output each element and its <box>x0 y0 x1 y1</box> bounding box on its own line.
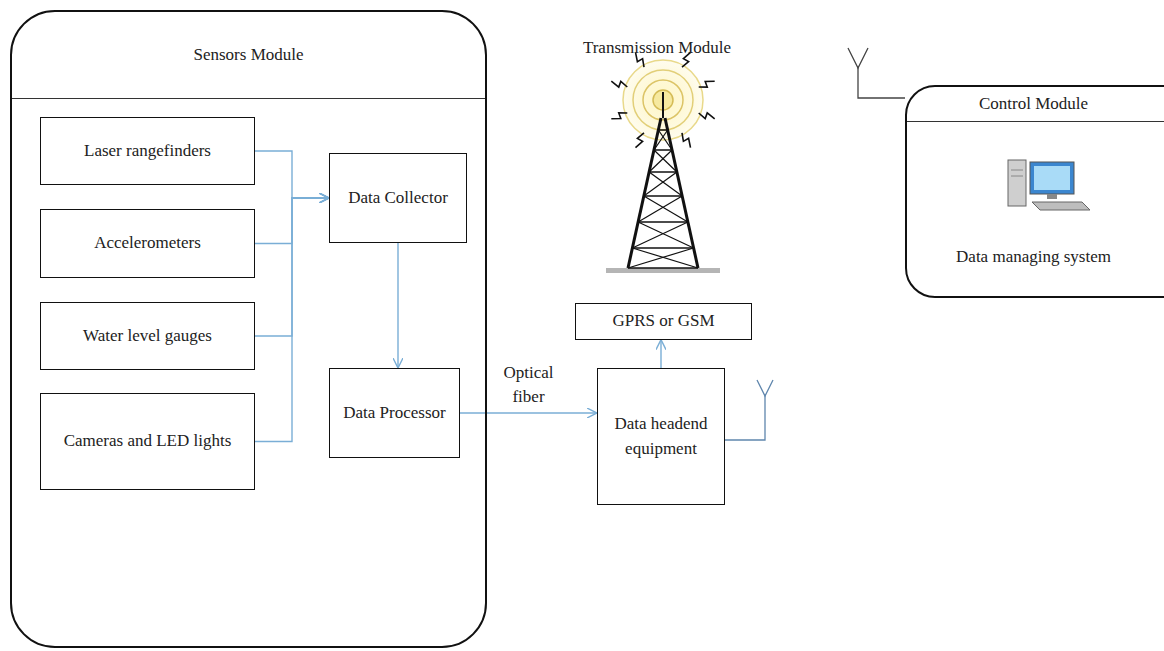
drive-slot <box>1011 176 1023 177</box>
tower-brace <box>658 129 667 131</box>
tower-brace <box>644 172 677 196</box>
node-label: Data Processor <box>343 401 445 426</box>
tower-brace <box>654 149 672 151</box>
signal-ring <box>623 60 703 140</box>
signal-ring <box>643 80 683 120</box>
tower-brace <box>632 248 698 268</box>
antenna <box>848 48 905 98</box>
tower-brace <box>628 248 694 268</box>
monitor-screen <box>1034 166 1070 190</box>
radio-tower <box>606 52 720 273</box>
tower-brace <box>632 247 693 249</box>
process-box: Data Processor <box>329 368 460 458</box>
tower-brace <box>644 195 682 197</box>
keyboard <box>1032 202 1090 210</box>
edge-label: Optical fiber <box>495 361 563 409</box>
monitor-stand <box>1047 194 1057 199</box>
process-box: Data headend equipment <box>597 368 725 505</box>
antenna-symbol <box>848 48 868 68</box>
node-label: Water level gauges <box>83 324 212 349</box>
sensor-box: Laser rangefinders <box>40 117 255 185</box>
connector <box>255 198 329 442</box>
module-heading: Control Module <box>907 87 1164 122</box>
sensor-box: Water level gauges <box>40 302 255 370</box>
sensors-module-panel: Laser rangefindersAccelerometersWater le… <box>10 10 487 648</box>
node-label: Data headend equipment <box>604 412 718 461</box>
connector <box>255 151 329 198</box>
signal-bolt <box>699 113 715 119</box>
connector <box>397 243 398 368</box>
tower-brace <box>638 196 682 222</box>
antenna-lead <box>725 394 765 440</box>
tower-brace <box>632 222 687 248</box>
computer-icon <box>1008 160 1090 210</box>
node-label: Data Collector <box>348 186 448 211</box>
node-label: Cameras and LED lights <box>64 429 232 454</box>
connector <box>660 340 661 368</box>
signal-bolt <box>682 133 691 148</box>
drive-slot <box>1011 170 1023 171</box>
tower-leg <box>665 118 698 268</box>
tower-mast <box>662 92 664 118</box>
control-module-panel: Control ModuleData managing system <box>905 85 1164 298</box>
antenna-symbol <box>757 380 773 396</box>
module-heading: Sensors Module <box>12 12 485 99</box>
tower-brace <box>649 150 672 172</box>
node-label: Accelerometers <box>94 231 201 256</box>
computer-case <box>1008 160 1026 206</box>
module-body: Data managing system <box>907 245 1160 270</box>
tower-base <box>606 268 720 273</box>
connector <box>460 412 597 413</box>
process-box: Data Collector <box>329 153 467 243</box>
tower-brace <box>638 221 688 223</box>
signal-ring <box>633 70 693 130</box>
tower-brace <box>628 267 698 269</box>
tower-brace <box>638 222 693 248</box>
tower-brace <box>649 172 682 196</box>
tower-leg <box>628 118 661 268</box>
tower-brace <box>644 196 688 222</box>
tower-brace <box>654 130 668 150</box>
node-label: GPRS or GSM <box>612 309 714 334</box>
sensor-box: Accelerometers <box>40 209 255 278</box>
process-box: GPRS or GSM <box>575 303 752 340</box>
node-label: Laser rangefinders <box>84 139 211 164</box>
signal-bolt <box>636 133 645 148</box>
signal-bolt <box>611 81 627 87</box>
signal-bolt <box>699 81 715 87</box>
monitor <box>1030 162 1074 194</box>
antenna-lead <box>858 66 905 98</box>
antenna <box>725 380 773 440</box>
tower-brace <box>649 171 677 173</box>
section-label: Transmission Module <box>557 38 757 58</box>
sensor-box: Cameras and LED lights <box>40 393 255 490</box>
signal-bolt <box>611 113 627 119</box>
tower-brace <box>654 150 677 172</box>
